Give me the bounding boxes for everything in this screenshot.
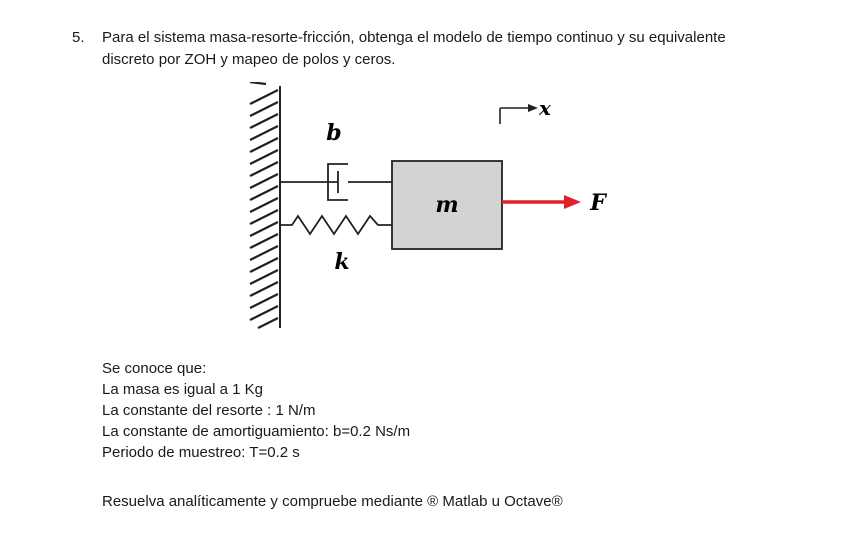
mass-spring-damper-diagram: b k m x F bbox=[249, 82, 607, 329]
given-item-spring: La constante del resorte : 1 N/m bbox=[102, 402, 316, 419]
wall-hatching bbox=[249, 82, 279, 329]
mass-spring-damper-figure: b k m x F bbox=[248, 82, 628, 332]
mass-block bbox=[391, 160, 503, 250]
given-item-damping: La constante de amortiguamiento: b=0.2 N… bbox=[102, 423, 411, 440]
given-intro: Se conoce que: bbox=[102, 360, 207, 377]
label-m: m bbox=[435, 192, 458, 218]
label-b: b bbox=[326, 120, 341, 146]
damper bbox=[280, 163, 392, 201]
label-x: x bbox=[538, 96, 552, 120]
force-arrow-head bbox=[564, 195, 581, 209]
displacement-arrow bbox=[499, 107, 530, 124]
problem-number: 5. bbox=[72, 29, 85, 46]
spring bbox=[280, 214, 392, 236]
problem-text: Para el sistema masa-resorte-fricción, o… bbox=[102, 29, 726, 68]
displacement-arrow-head bbox=[528, 104, 538, 112]
given-item-mass: La masa es igual a 1 Kg bbox=[102, 381, 263, 398]
instruction-text: Resuelva analíticamente y compruebe medi… bbox=[102, 493, 563, 510]
given-item-sampling: Periodo de muestreo: T=0.2 s bbox=[102, 444, 300, 461]
label-k: k bbox=[334, 249, 349, 275]
given-data: Se conoce que: La masa es igual a 1 Kg L… bbox=[102, 358, 410, 463]
label-F: F bbox=[589, 190, 607, 216]
